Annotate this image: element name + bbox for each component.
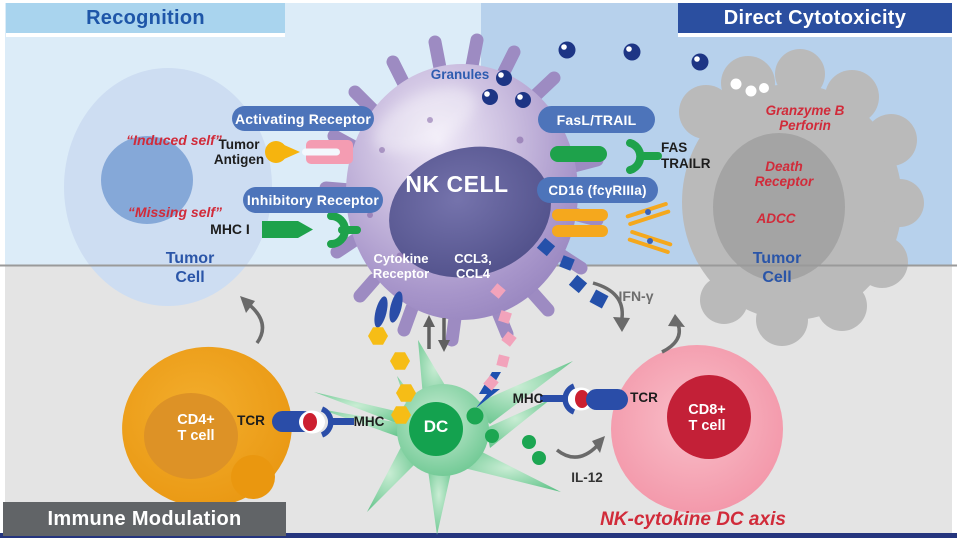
granzyme-perforin-label: Granzyme B Perforin [765,103,845,133]
nk-cell-shape [319,33,604,347]
death-receptor-label: Death Receptor [754,159,814,189]
tumor-cell-left-shape [64,68,272,306]
nk-cell-label: NK CELL [405,171,509,197]
tumor-cell-left-label: Tumor Cell [165,250,215,286]
mhc-right-label: MHC [512,391,544,406]
activating-receptor-pill: Activating Receptor [232,106,374,131]
activating-receptor-icon [302,140,353,164]
ifn-gamma-arrow [592,281,630,332]
tumor-antigen-label: Tumor Antigen [213,137,265,167]
cd4-to-tumor-arrow [240,296,265,345]
tcr-mhc-connector-left [272,406,354,438]
dc-cell-shape [314,340,573,535]
cytokine-receptor-icon [374,291,403,328]
ifn-gamma-trail-blue [536,237,609,309]
inhibitory-receptor-icon [327,212,361,248]
dc-cell-label: DC [423,417,449,436]
cytokine-receptor-label: Cytokine Receptor [372,251,430,281]
immune-modulation-header: Immune Modulation [3,502,286,536]
cd16-ligand-icon [552,209,608,237]
tumor-cell-right-label: Tumor Cell [752,250,802,286]
il12-dot-icons [485,429,546,465]
il12-arrow [555,436,605,459]
granules-label: Granules [430,67,490,82]
mhc1-ligand-icon [262,221,313,238]
ccl-label: CCL3, CCL4 [454,251,492,281]
tcr-mhc-connector-right [540,383,628,415]
mhc-left-label: MHC [353,414,385,429]
cd8-cell-label: CD8+ T cell [688,402,726,434]
fasl-trail-pill: FasL/TRAIL [538,106,655,133]
tumor-antigen-icon [265,141,300,163]
nk-cytokine-dc-axis-label: NK-cytokine DC axis [600,509,786,530]
induced-self-label: “Induced self” [126,132,222,148]
granule-icons [482,41,709,108]
inhibitory-receptor-pill: Inhibitory Receptor [243,187,383,213]
ifn-gamma-label: IFN-γ [618,288,654,304]
cd16-pill: CD16 (fcγRIIIa) [537,177,658,203]
adcc-label: ADCC [756,211,796,226]
cd8-to-tumor-arrow [661,314,685,354]
perforin-dots [730,78,769,97]
fas-trailr-receptor-icon [626,139,662,174]
tcr-right-label: TCR [630,390,658,405]
fasl-ligand-icon [550,146,607,162]
missing-self-label: “Missing self” [127,204,223,220]
mhc1-label: MHC I [210,221,250,237]
tumor-cell-right-shape [679,49,924,346]
cd8-cell-shape [611,345,783,513]
chemokine-trail-pink [483,283,517,391]
fas-trailr-label: FAS TRAILR [661,140,711,171]
tcr-left-label: TCR [237,413,265,428]
antibody-icon [625,202,673,254]
cd4-cell-shape [122,346,292,508]
cytokine-hexagon-icons [368,327,416,424]
nk-dc-crosstalk-arrows [423,315,450,352]
recognition-header: Recognition [6,3,285,33]
cd4-cell-label: CD4+ T cell [177,412,215,444]
direct-cytotoxicity-header: Direct Cytotoxicity [678,3,952,33]
bottom-strip [0,533,957,538]
il12-label: IL-12 [571,470,603,485]
